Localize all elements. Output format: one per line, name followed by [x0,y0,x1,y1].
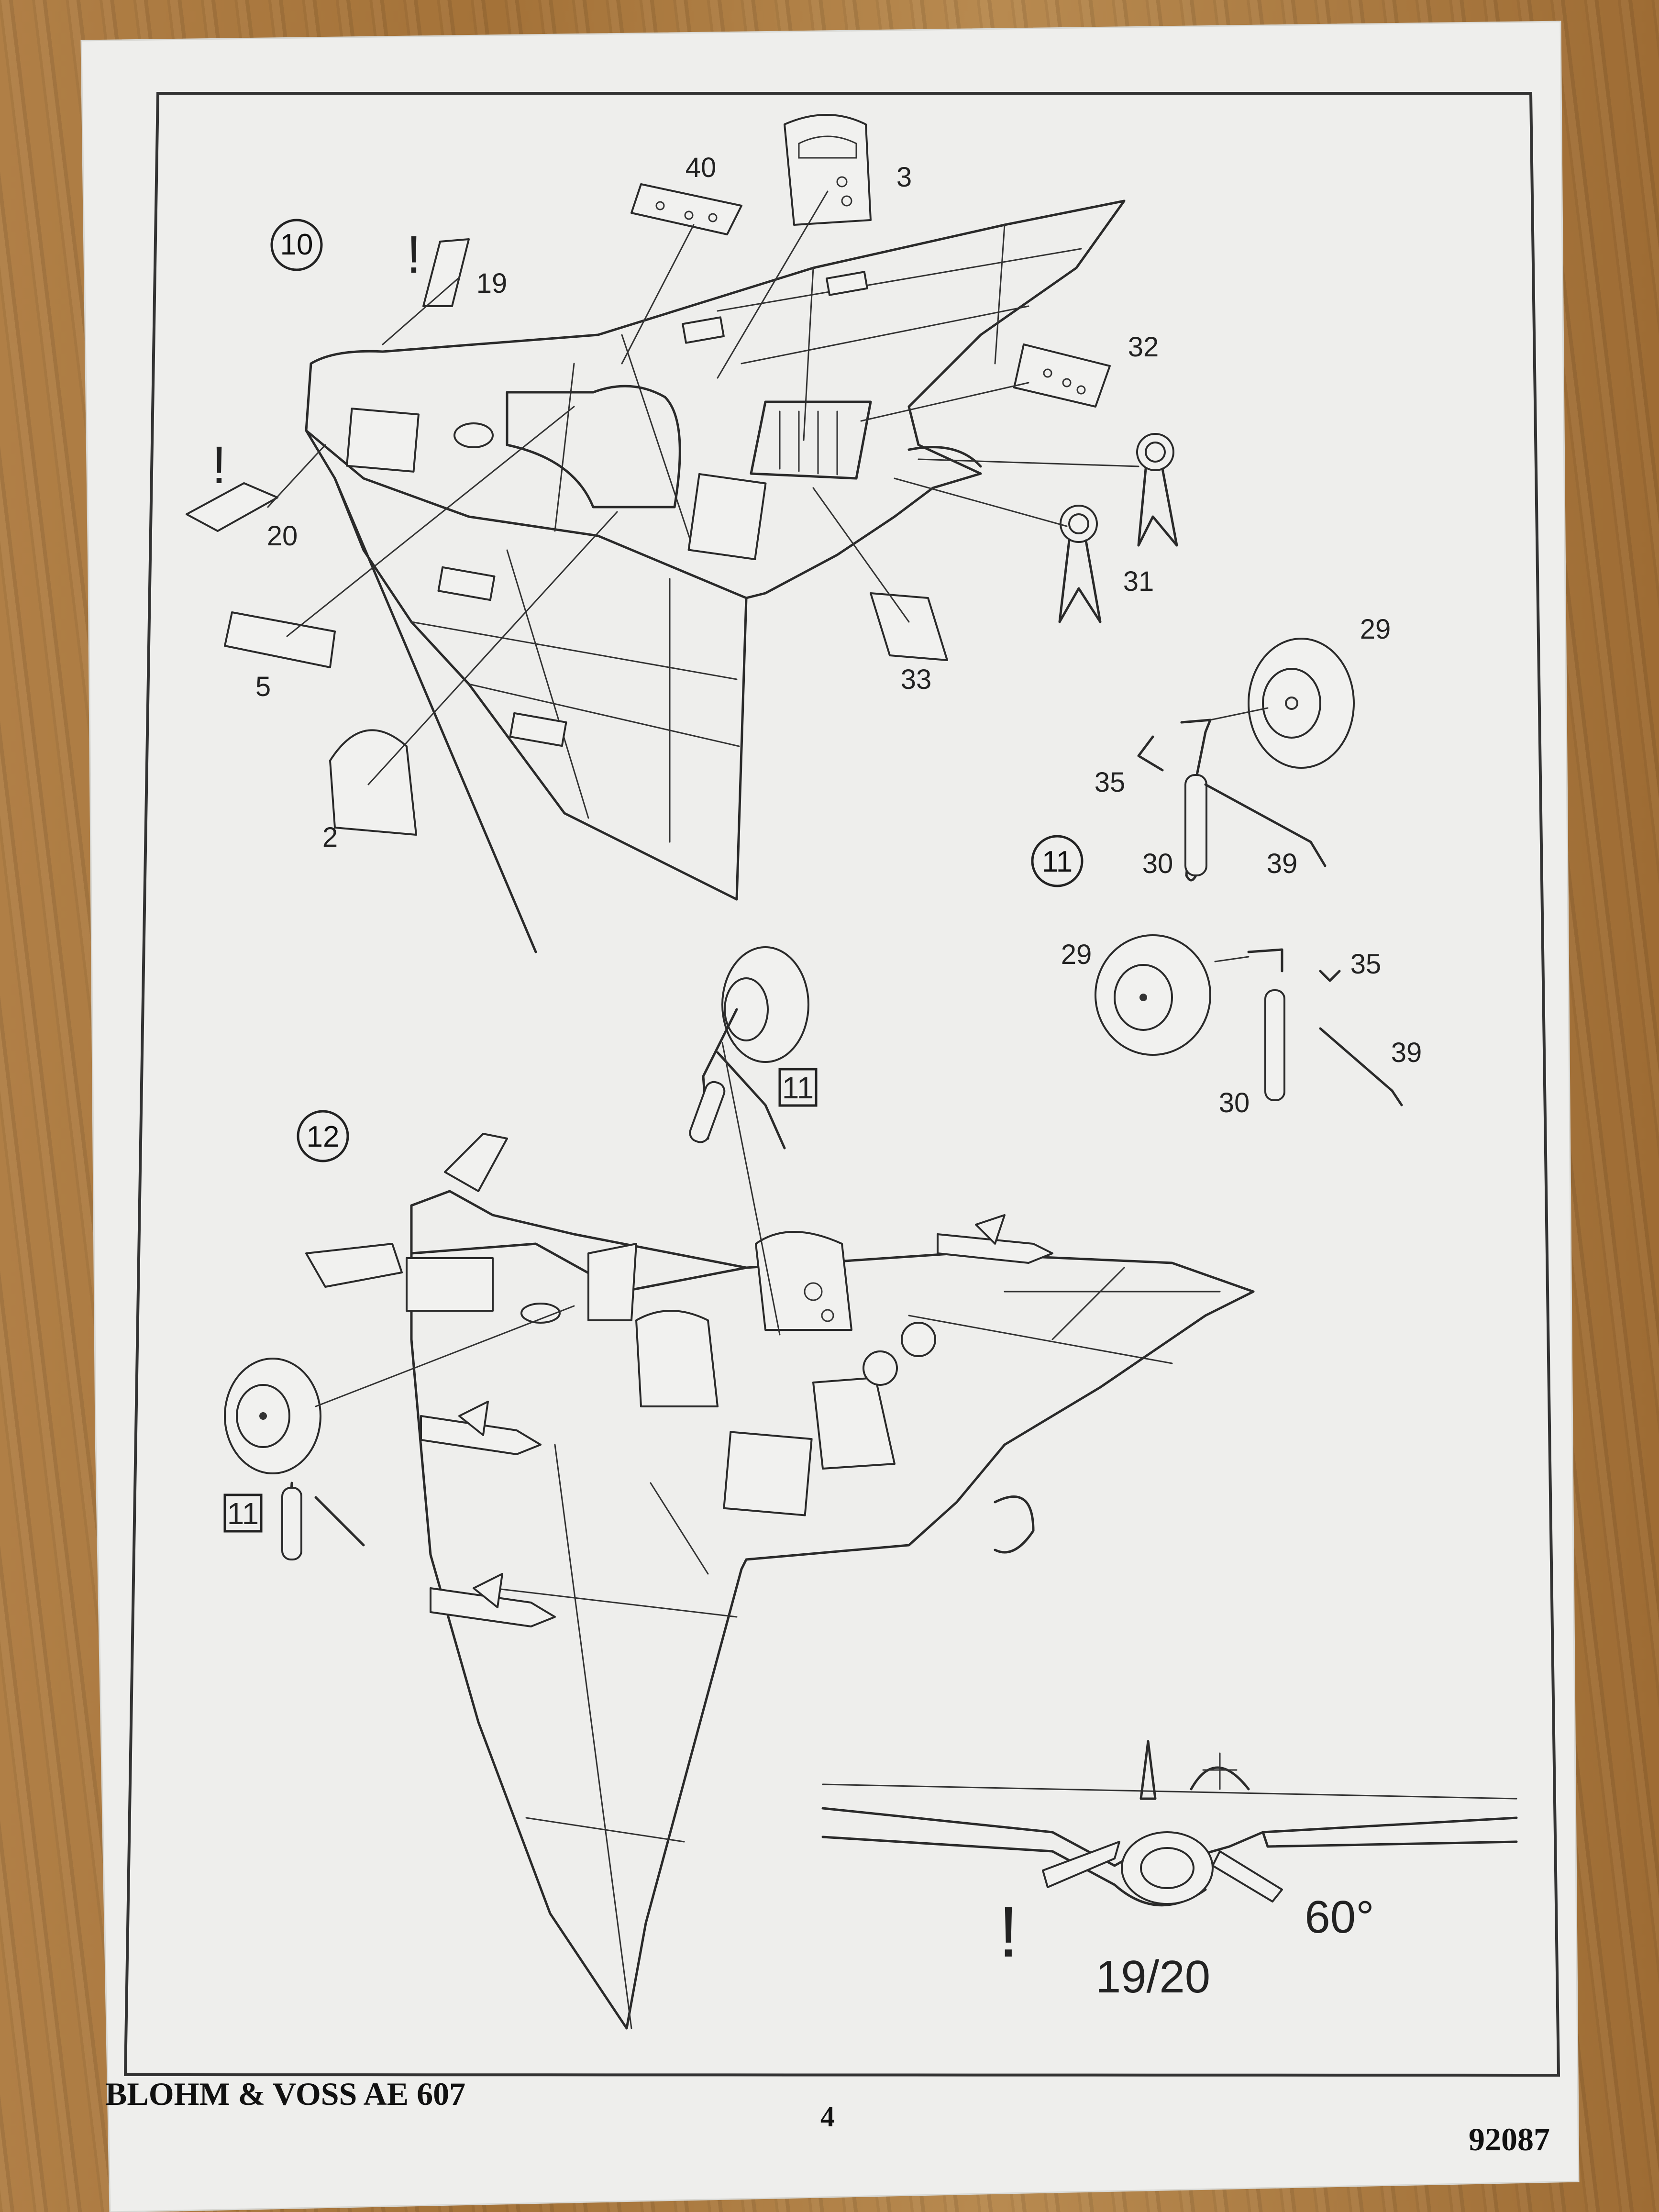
label-part-39-upper: 39 [1267,848,1298,879]
warning-mark-19: ! [407,225,421,284]
detail-labels: 60° 19/20 [1095,1891,1374,2002]
label-part-32: 32 [1128,332,1159,363]
label-part-3: 3 [896,162,912,193]
part-31-pedals [1058,433,1178,623]
step-10-illustration [186,114,1178,953]
step-11-illustration [1095,638,1403,1106]
step-12-number: 12 [307,1120,340,1153]
step-10-number: 10 [280,228,313,261]
angle-label: 60° [1305,1891,1374,1943]
parts-19-20-label: 19/20 [1095,1951,1210,2002]
page-footer: BLOHM & VOSS AE 607 4 92087 [105,2076,1550,2157]
label-part-35-upper: 35 [1095,767,1126,798]
part-19-windscreen [422,238,470,307]
label-part-35-lower: 35 [1350,949,1382,980]
label-part-20: 20 [267,520,298,552]
page-border [123,92,1560,2077]
reference-step-11-left: 11 [227,1496,259,1531]
part-number-labels: 40 3 19 32 20 31 5 33 29 35 30 39 2 29 3… [255,152,1422,1118]
page-number: 4 [820,2101,835,2133]
front-view-detail [821,1740,1518,1907]
label-part-31: 31 [1123,566,1154,597]
step-markers: 10 11 12 [270,219,1084,1162]
part-33-panel [870,592,948,661]
label-part-5: 5 [255,671,271,702]
warning-mark-detail: ! [998,1891,1018,1972]
step-12-illustration [224,946,1255,2030]
callouts: ! ! ! 11 11 [212,225,1018,1972]
kit-title: BLOHM & VOSS AE 607 [105,2076,465,2112]
part-32-panel [1013,343,1111,408]
label-part-29-upper: 29 [1360,614,1391,645]
step-11-number: 11 [1042,845,1073,878]
label-part-2: 2 [322,822,338,853]
label-part-19: 19 [476,268,508,299]
rockets [420,1214,1053,1627]
label-part-30-upper: 30 [1142,848,1173,879]
label-part-30-lower: 30 [1219,1087,1250,1118]
warning-mark-20: ! [212,436,227,495]
reference-step-11-top: 11 [782,1071,814,1105]
kit-code: 92087 [1469,2121,1550,2157]
label-part-29-lower: 29 [1061,939,1092,970]
label-part-33: 33 [901,664,932,695]
part-3-instrument-panel [784,114,872,226]
label-part-39-lower: 39 [1391,1037,1422,1068]
label-part-40: 40 [686,152,717,183]
